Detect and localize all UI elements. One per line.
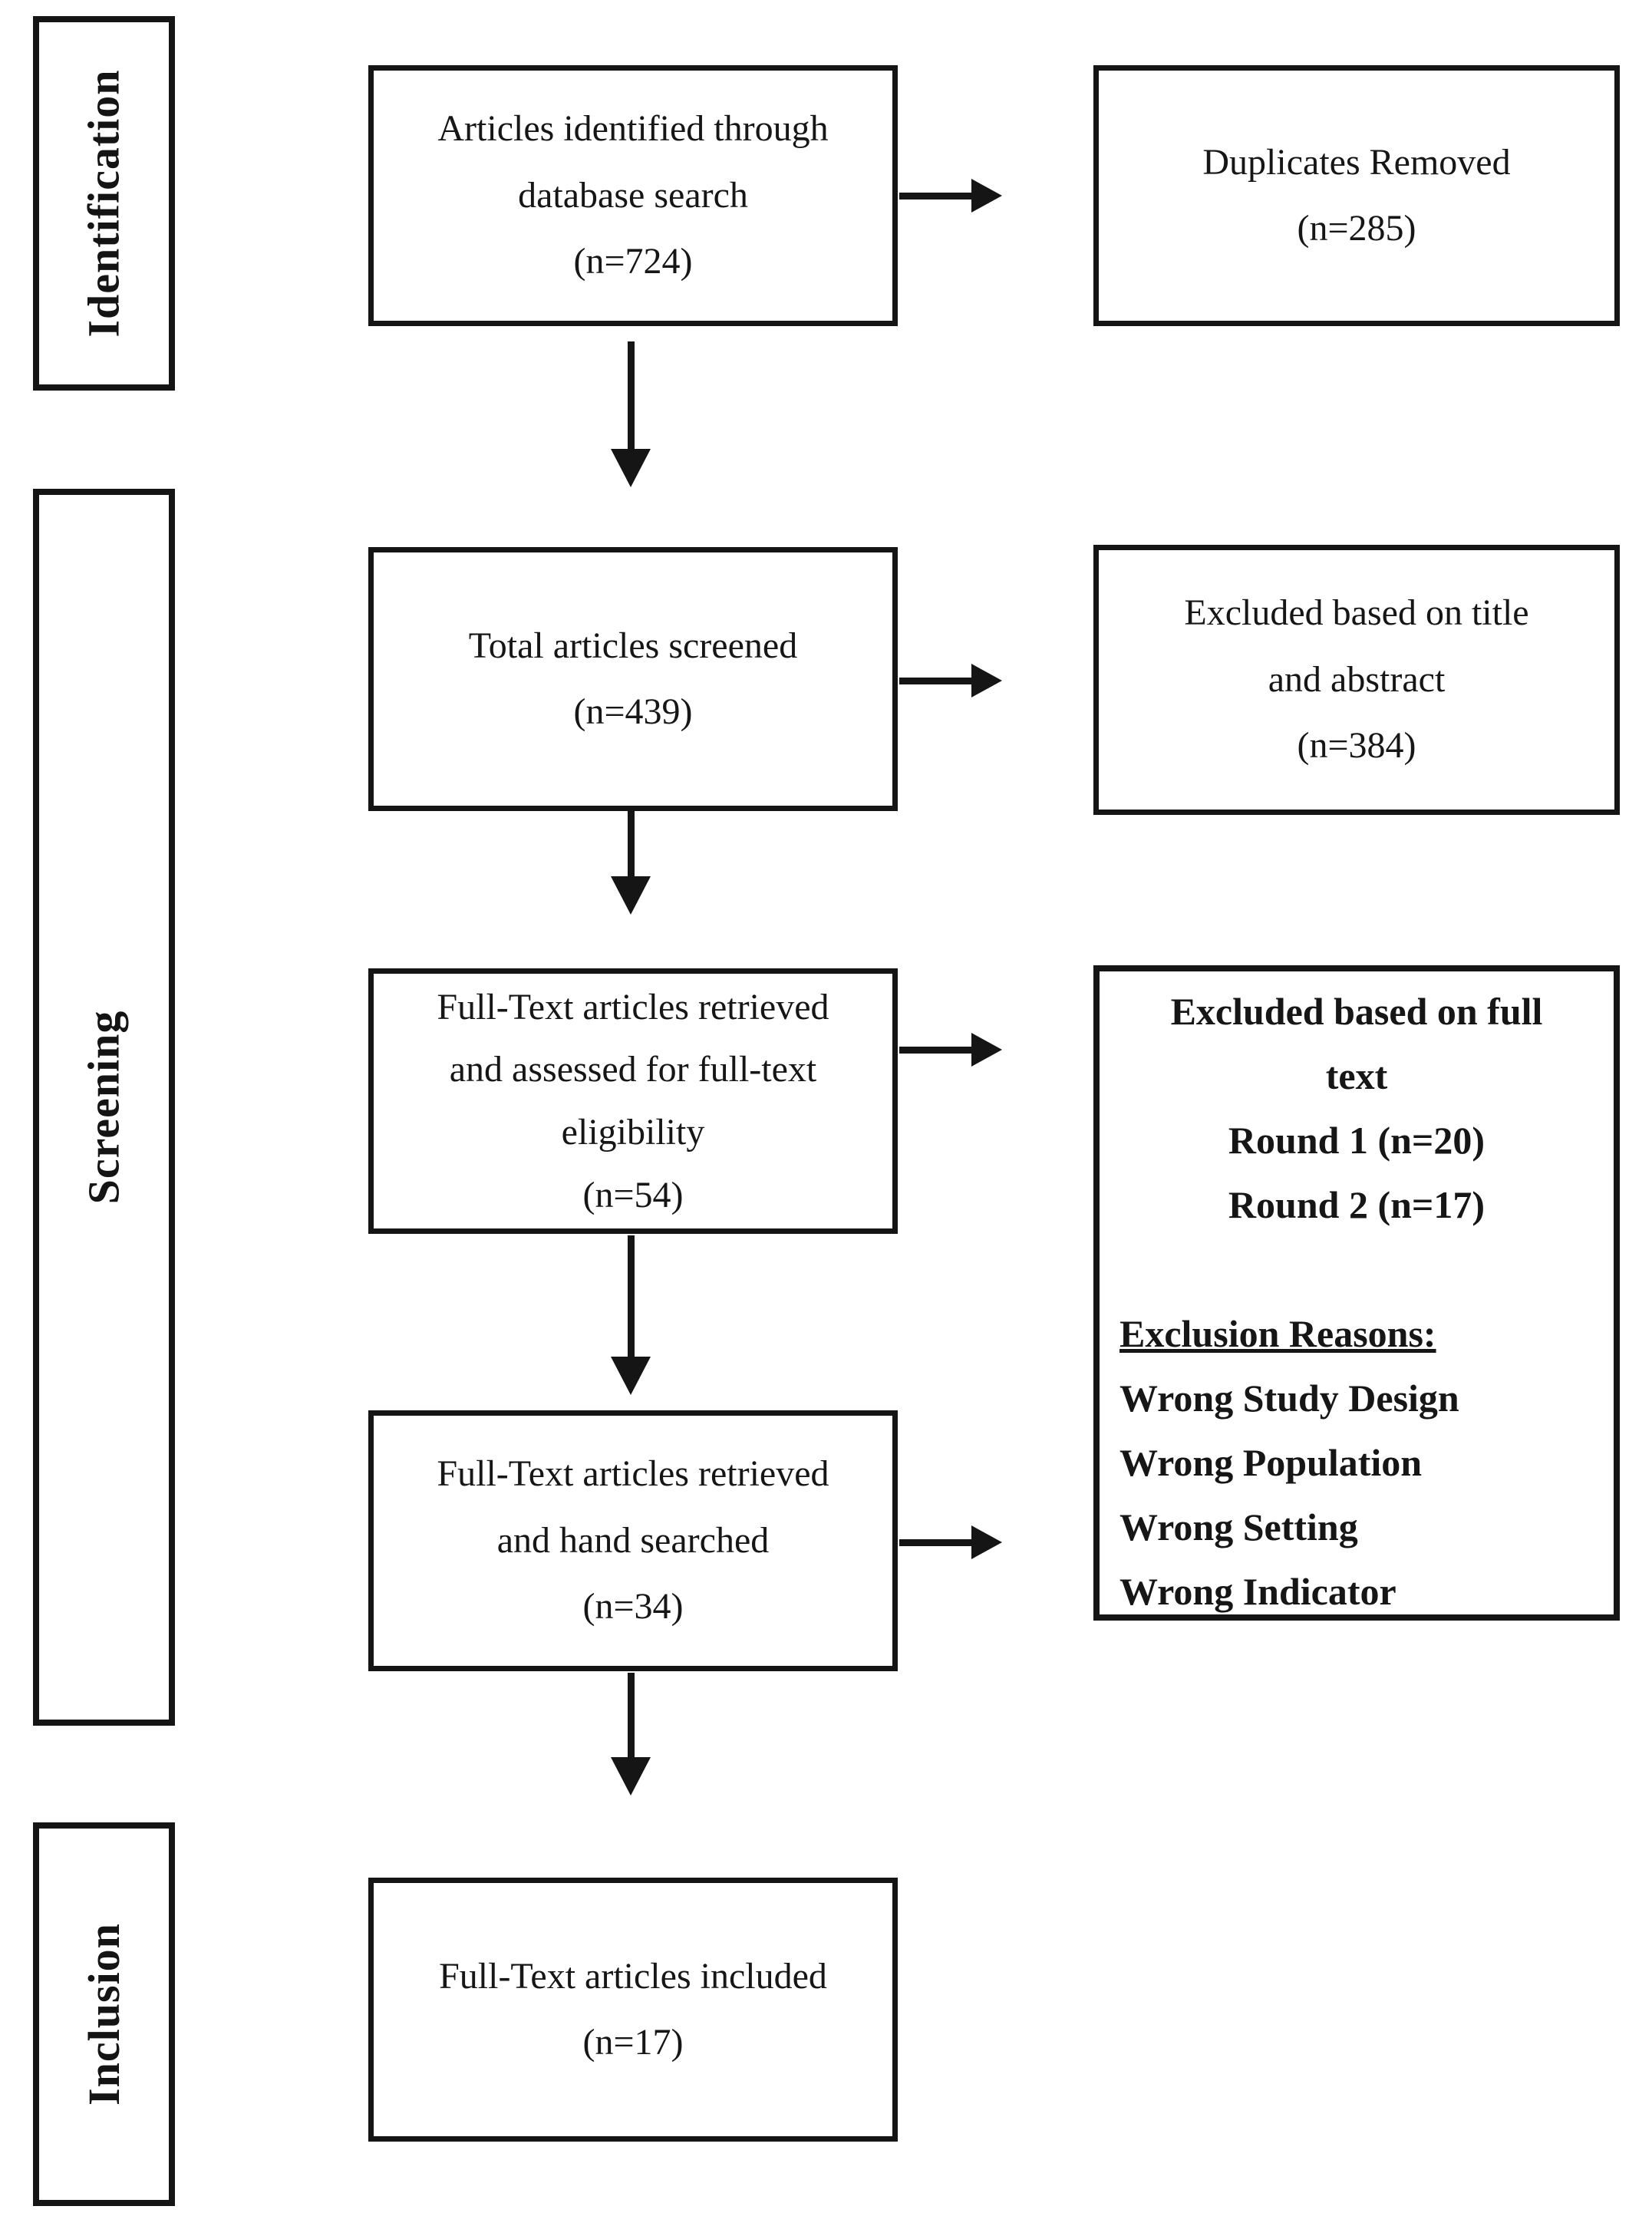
arrow-head-down-icon bbox=[611, 1357, 651, 1395]
stage-label-screening: Screening bbox=[78, 1010, 129, 1205]
arrow-handsearched-to-included bbox=[611, 1673, 651, 1796]
arrow-identified-to-duplicates bbox=[899, 179, 1002, 213]
box-articles-included-text: Full-Text articles included (n=17) bbox=[439, 1955, 827, 2063]
arrow-identified-to-screened bbox=[611, 341, 651, 487]
box-fulltext-assessed-text: Full-Text articles retrieved and assesse… bbox=[437, 986, 829, 1215]
arrow-screened-to-excluded-title bbox=[899, 664, 1002, 697]
box-excluded-title-abstract: Excluded based on title and abstract (n=… bbox=[1093, 545, 1620, 815]
box-fulltext-assessed: Full-Text articles retrieved and assesse… bbox=[368, 968, 898, 1234]
box-excluded-fulltext-header: Excluded based on full text Round 1 (n=2… bbox=[1170, 990, 1543, 1226]
box-articles-screened: Total articles screened (n=439) bbox=[368, 547, 898, 811]
exclusion-reasons-list: Wrong Study Design Wrong Population Wron… bbox=[1119, 1377, 1459, 1613]
arrow-handsearched-to-excluded-fulltext bbox=[899, 1525, 1002, 1559]
arrow-head-down-icon bbox=[611, 1757, 651, 1796]
box-duplicates-removed: Duplicates Removed (n=285) bbox=[1093, 65, 1620, 326]
box-articles-included: Full-Text articles included (n=17) bbox=[368, 1878, 898, 2142]
arrow-shaft bbox=[899, 1046, 971, 1054]
arrow-head-right-icon bbox=[971, 1525, 1002, 1559]
box-hand-searched-text: Full-Text articles retrieved and hand se… bbox=[437, 1453, 829, 1627]
box-duplicates-removed-text: Duplicates Removed (n=285) bbox=[1202, 141, 1511, 249]
arrow-shaft bbox=[899, 1538, 971, 1546]
box-excluded-fulltext: Excluded based on full text Round 1 (n=2… bbox=[1093, 965, 1620, 1621]
arrow-shaft bbox=[627, 1235, 635, 1357]
box-excluded-title-abstract-text: Excluded based on title and abstract (n=… bbox=[1184, 592, 1529, 767]
arrow-shaft bbox=[899, 677, 971, 684]
arrow-assessed-to-excluded-fulltext bbox=[899, 1033, 1002, 1067]
arrow-head-down-icon bbox=[611, 449, 651, 487]
arrow-assessed-to-handsearched bbox=[611, 1235, 651, 1395]
stage-box-screening: Screening bbox=[33, 489, 175, 1726]
stage-label-inclusion: Inclusion bbox=[78, 1923, 129, 2106]
arrow-shaft bbox=[627, 1673, 635, 1757]
stage-box-inclusion: Inclusion bbox=[33, 1822, 175, 2206]
box-articles-identified-text: Articles identified through database sea… bbox=[437, 108, 829, 282]
exclusion-reasons-heading: Exclusion Reasons: bbox=[1119, 1312, 1436, 1355]
arrow-head-right-icon bbox=[971, 1033, 1002, 1067]
box-articles-screened-text: Total articles screened (n=439) bbox=[468, 625, 798, 732]
arrow-head-right-icon bbox=[971, 664, 1002, 697]
arrow-screened-to-assessed bbox=[611, 811, 651, 915]
box-hand-searched: Full-Text articles retrieved and hand se… bbox=[368, 1410, 898, 1671]
arrow-shaft bbox=[627, 811, 635, 876]
box-articles-identified: Articles identified through database sea… bbox=[368, 65, 898, 326]
arrow-head-right-icon bbox=[971, 179, 1002, 213]
arrow-head-down-icon bbox=[611, 876, 651, 915]
stage-box-identification: Identification bbox=[33, 16, 175, 391]
arrow-shaft bbox=[627, 341, 635, 449]
stage-label-identification: Identification bbox=[78, 69, 129, 338]
arrow-shaft bbox=[899, 192, 971, 200]
